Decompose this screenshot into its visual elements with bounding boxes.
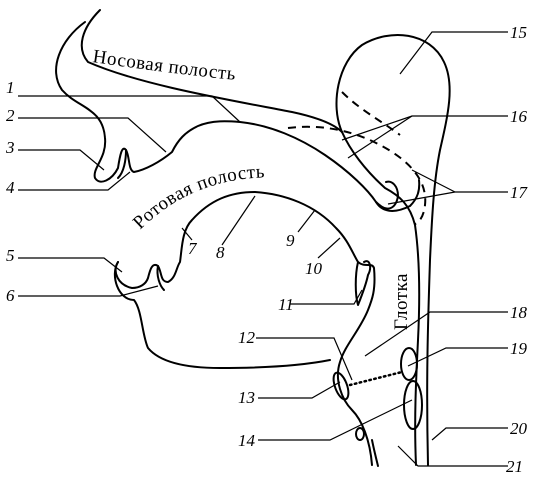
label-20: 20 <box>510 419 528 438</box>
label-19: 19 <box>510 339 528 358</box>
label-13: 13 <box>238 388 255 407</box>
larynx-oval-upper <box>401 348 417 380</box>
pharynx-label: Глотка <box>391 273 412 330</box>
label-14: 14 <box>238 431 256 450</box>
label-1: 1 <box>6 78 15 97</box>
leader-lines <box>18 32 508 466</box>
label-2: 2 <box>6 106 15 125</box>
glottis-dotted-line <box>350 372 402 385</box>
velum-raised-dashed-upper <box>342 92 400 135</box>
larynx-oval-lower <box>404 381 422 429</box>
label-4: 4 <box>6 178 15 197</box>
label-3: 3 <box>5 138 15 157</box>
label-15: 15 <box>510 23 527 42</box>
label-12: 12 <box>238 328 256 347</box>
label-6: 6 <box>6 286 15 305</box>
trachea-wall <box>372 440 378 466</box>
label-9: 9 <box>286 231 295 250</box>
nasopharynx-outline <box>336 35 449 465</box>
label-21: 21 <box>506 457 523 476</box>
nasal-cavity-label: Носовая полость <box>91 46 237 85</box>
label-16: 16 <box>510 107 528 126</box>
oral-cavity-label: Ротовая полость <box>129 161 265 233</box>
label-10: 10 <box>305 259 323 278</box>
label-18: 18 <box>510 303 528 322</box>
label-7: 7 <box>188 239 198 258</box>
label-5: 5 <box>6 246 15 265</box>
label-8: 8 <box>216 243 225 262</box>
label-17: 17 <box>510 183 529 202</box>
label-11: 11 <box>278 295 294 314</box>
small-cartilage <box>356 428 364 440</box>
